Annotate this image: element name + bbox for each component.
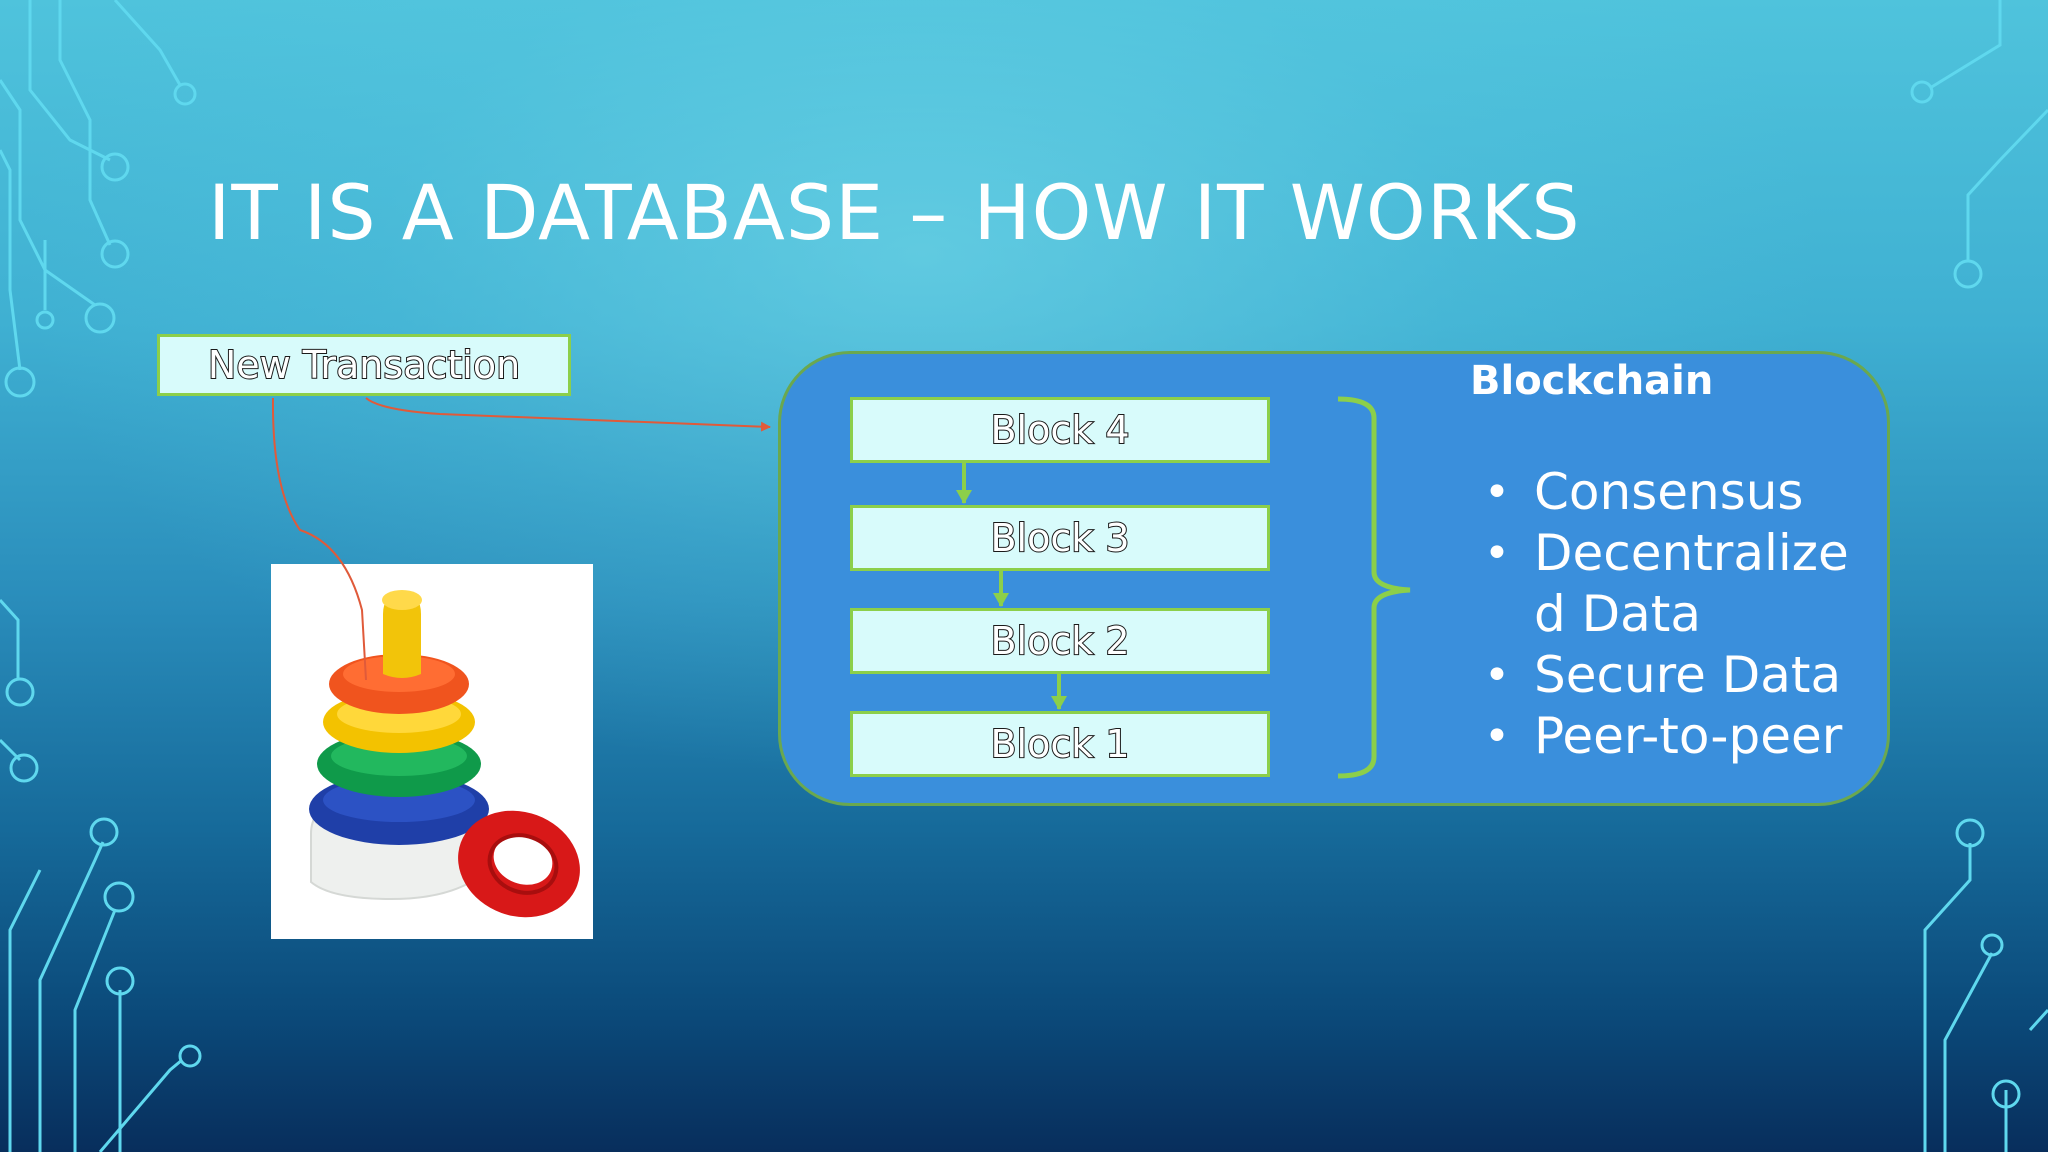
transaction-to-blockchain-arrow [365, 397, 771, 432]
block-1: Block 1 [850, 711, 1270, 777]
bullet-icon: • [1484, 467, 1510, 518]
block-2: Block 2 [850, 608, 1270, 674]
feature-list: •Consensus •Decentralized Data •Secure D… [1478, 462, 1878, 767]
bullet-icon: • [1484, 528, 1510, 579]
block-4: Block 4 [850, 397, 1270, 463]
stacking-rings-toy-image [271, 564, 593, 939]
feature-item: •Peer-to-peer [1484, 707, 1843, 765]
block-3: Block 3 [850, 505, 1270, 571]
feature-item: •Consensus [1484, 463, 1804, 521]
bullet-icon: • [1484, 650, 1510, 701]
slide-title: IT IS A DATABASE – HOW IT WORKS [208, 168, 1581, 257]
feature-item: •Decentralized Data [1484, 524, 1849, 643]
bullet-icon: • [1484, 711, 1510, 762]
new-transaction-box: New Transaction [157, 334, 571, 396]
feature-item: •Secure Data [1484, 646, 1842, 704]
stacking-rings-icon [309, 590, 580, 918]
blockchain-title: Blockchain [1470, 358, 1714, 404]
